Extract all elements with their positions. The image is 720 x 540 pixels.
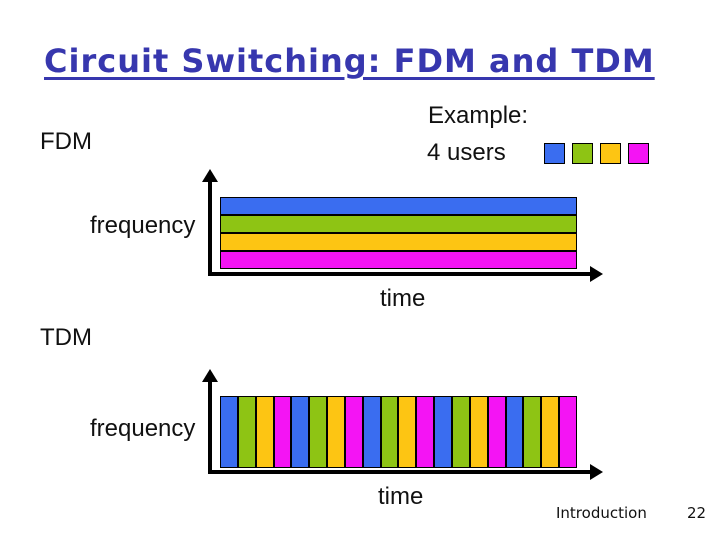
- fdm-frequency-bands: [220, 197, 577, 269]
- tdm-slot-magenta: [416, 396, 435, 468]
- fdm-band-magenta: [220, 251, 577, 269]
- user-color-swatch-yellow: [600, 143, 621, 164]
- footer-section-label: Introduction: [556, 504, 647, 522]
- tdm-slot-magenta: [487, 396, 506, 468]
- slide-title: Circuit Switching: FDM and TDM: [44, 42, 655, 80]
- fdm-frequency-axis: [208, 180, 212, 276]
- tdm-slot-green: [380, 396, 399, 468]
- tdm-slot-magenta: [344, 396, 363, 468]
- user-color-swatch-green: [572, 143, 593, 164]
- fdm-section-label: FDM: [40, 128, 92, 155]
- tdm-slot-blue: [362, 396, 381, 468]
- tdm-section-label: TDM: [40, 324, 92, 351]
- tdm-slot-blue: [505, 396, 524, 468]
- tdm-frequency-axis-arrowhead: [202, 369, 218, 382]
- fdm-band-green: [220, 215, 577, 233]
- fdm-band-yellow: [220, 233, 577, 251]
- tdm-slot-yellow: [398, 396, 417, 468]
- tdm-slot-magenta: [559, 396, 577, 468]
- tdm-slot-yellow: [327, 396, 345, 468]
- fdm-time-label: time: [380, 285, 426, 312]
- tdm-slot-green: [451, 396, 470, 468]
- footer-page-number: 22: [687, 504, 707, 522]
- example-label: Example:: [428, 102, 529, 129]
- tdm-time-axis: [208, 470, 592, 474]
- fdm-frequency-axis-arrowhead: [202, 169, 218, 182]
- tdm-slot-yellow: [541, 396, 560, 468]
- fdm-frequency-label: frequency: [90, 212, 196, 239]
- tdm-frequency-axis: [208, 380, 212, 472]
- tdm-slot-green: [309, 396, 328, 468]
- tdm-frequency-label: frequency: [90, 415, 196, 442]
- tdm-time-slots: [220, 396, 577, 468]
- tdm-slot-green: [523, 396, 542, 468]
- tdm-slot-blue: [434, 396, 452, 468]
- tdm-time-axis-arrowhead: [590, 464, 603, 480]
- tdm-time-label: time: [378, 483, 424, 510]
- fdm-band-blue: [220, 197, 577, 215]
- user-color-swatch-magenta: [628, 143, 649, 164]
- tdm-slot-green: [237, 396, 256, 468]
- fdm-time-axis-arrowhead: [590, 266, 603, 282]
- tdm-slot-magenta: [273, 396, 292, 468]
- fdm-time-axis: [208, 272, 592, 276]
- users-count-label: 4 users: [427, 139, 506, 166]
- tdm-slot-blue: [291, 396, 310, 468]
- user-color-swatch-blue: [544, 143, 565, 164]
- user-legend: [544, 143, 649, 164]
- tdm-slot-yellow: [469, 396, 488, 468]
- tdm-slot-blue: [220, 396, 238, 468]
- tdm-slot-yellow: [255, 396, 274, 468]
